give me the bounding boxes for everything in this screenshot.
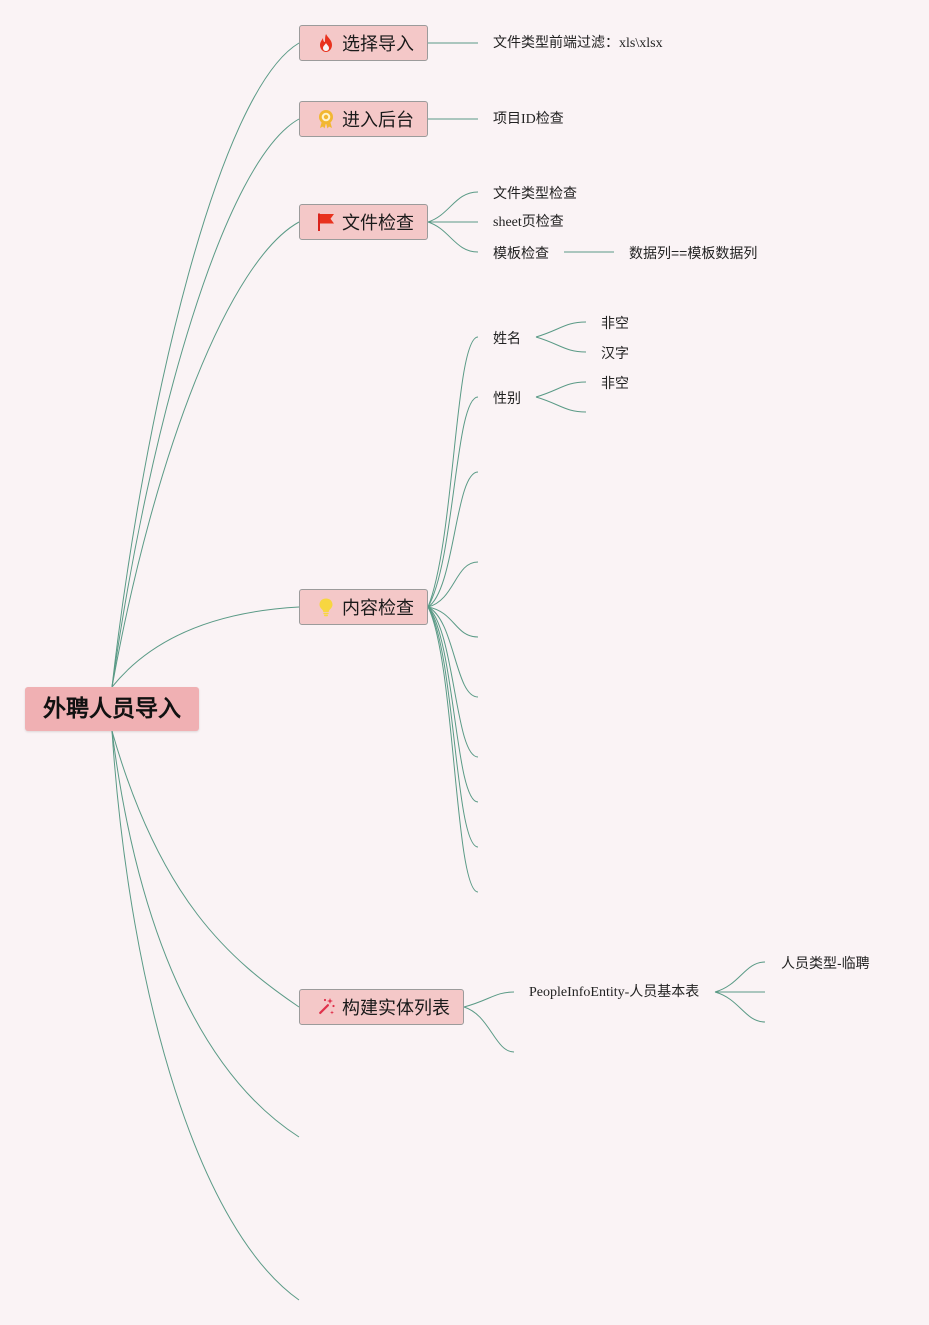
branch-content-check-label: 内容检查 [342, 598, 414, 619]
template-check-topic[interactable]: 模板检查 [493, 245, 549, 261]
template-columns-topic[interactable]: 数据列==模板数据列 [629, 245, 758, 261]
root-topic[interactable]: 外聘人员导入 [25, 687, 199, 731]
award-badge-icon [316, 109, 336, 129]
link-root-content-check [111, 606, 300, 688]
link-content-empty-5 [427, 606, 479, 758]
file-type-filter-topic[interactable]: 文件类型前端过滤：xls\xlsx [493, 36, 663, 51]
link-content-empty-6 [427, 606, 479, 803]
branch-build-entity-list[interactable]: 构建实体列表 [299, 989, 464, 1025]
sheet-check-topic[interactable]: sheet页检查 [493, 215, 564, 230]
link-build-entity-people [463, 991, 515, 1008]
link-file-check-type [427, 191, 479, 223]
link-root-empty-branch-1 [111, 730, 300, 1138]
branch-enter-backend-label: 进入后台 [342, 110, 414, 131]
link-root-enter-backend [111, 118, 300, 688]
gender-field-topic[interactable]: 性别 [493, 390, 521, 406]
link-root-select-import [111, 42, 300, 688]
link-root-empty-branch-2 [111, 730, 300, 1301]
file-type-check-topic[interactable]: 文件类型检查 [493, 185, 577, 201]
project-id-check-topic[interactable]: 项目ID检查 [493, 112, 564, 127]
name-chinese-topic[interactable]: 汉字 [601, 345, 629, 361]
link-content-empty-2 [427, 561, 479, 608]
branch-enter-backend[interactable]: 进入后台 [299, 101, 428, 137]
link-file-check-template [427, 221, 479, 253]
link-people-empty-2 [714, 991, 766, 1023]
branch-file-check[interactable]: 文件检查 [299, 204, 428, 240]
link-gender-not-empty [535, 381, 587, 398]
link-content-empty-3 [427, 606, 479, 638]
link-build-entity-empty [463, 1006, 515, 1053]
link-content-empty-4 [427, 606, 479, 698]
magic-wand-icon [316, 997, 336, 1017]
branch-build-entity-list-label: 构建实体列表 [342, 998, 450, 1019]
name-not-empty-topic[interactable]: 非空 [601, 315, 629, 331]
name-field-topic[interactable]: 姓名 [493, 330, 521, 346]
branch-select-import[interactable]: 选择导入 [299, 25, 428, 61]
link-content-gender [427, 396, 479, 608]
link-root-file-check [111, 221, 300, 688]
link-name-chinese [535, 336, 587, 353]
link-name-not-empty [535, 321, 587, 338]
link-gender-empty [535, 396, 587, 413]
red-flag-icon [316, 212, 336, 232]
people-type-temp-topic[interactable]: 人员类型-临聘 [781, 955, 870, 971]
link-content-empty-7 [427, 606, 479, 848]
root-topic-label: 外聘人员导入 [43, 696, 181, 722]
yellow-lightbulb-icon [316, 597, 336, 617]
link-people-type [714, 961, 766, 993]
link-root-build-entity [111, 730, 300, 1008]
link-content-empty-1 [427, 471, 479, 608]
branch-file-check-label: 文件检查 [342, 213, 414, 234]
people-info-entity-topic[interactable]: PeopleInfoEntity-人员基本表 [529, 985, 700, 1000]
link-content-name [427, 336, 479, 608]
gender-not-empty-topic[interactable]: 非空 [601, 375, 629, 391]
link-content-empty-8 [427, 606, 479, 893]
branch-select-import-label: 选择导入 [342, 34, 414, 55]
fire-icon [316, 33, 336, 53]
branch-content-check[interactable]: 内容检查 [299, 589, 428, 625]
